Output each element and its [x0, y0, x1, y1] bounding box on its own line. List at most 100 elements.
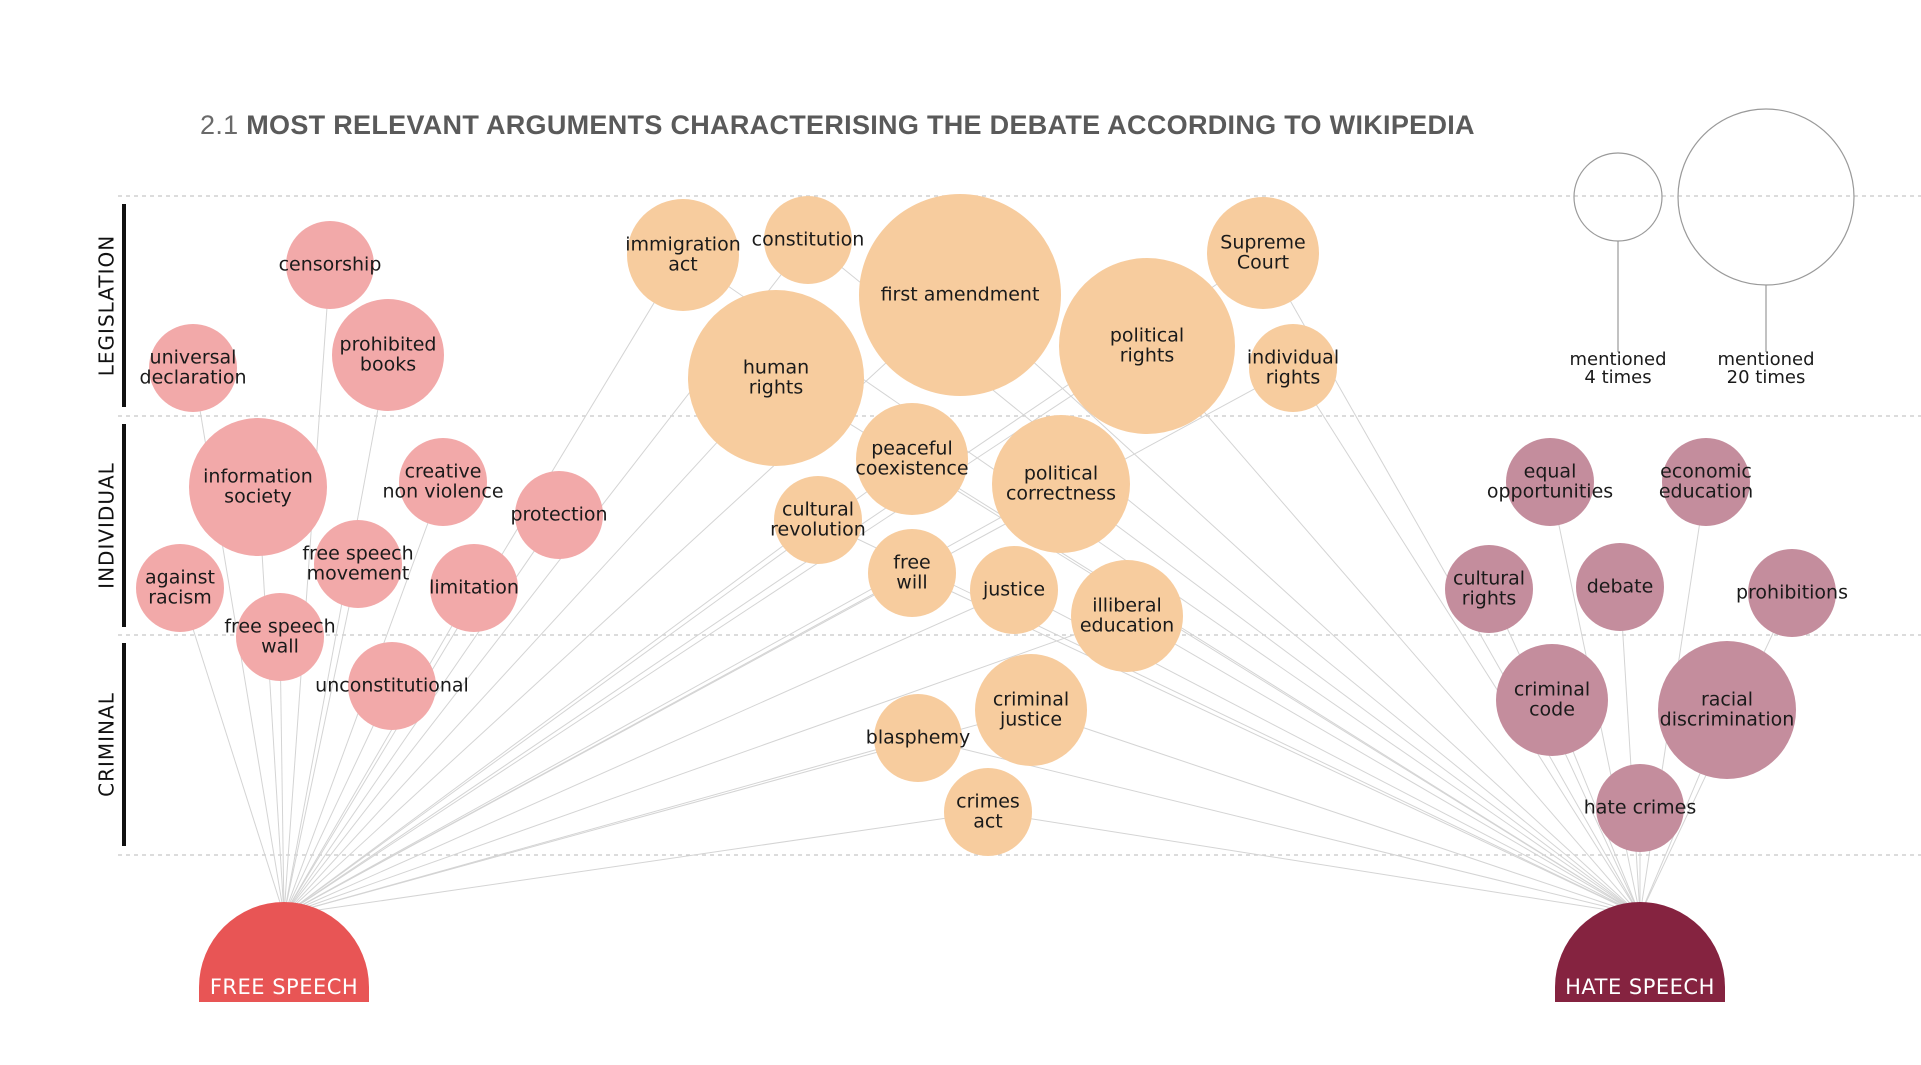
argument-bubble-debate[interactable]: debate — [1576, 543, 1664, 631]
bubble-label: constitution — [752, 229, 865, 251]
argument-bubble-limitation[interactable]: limitation — [429, 544, 519, 632]
bubble-label: protection — [510, 504, 607, 526]
free-speech-hub[interactable]: FREE SPEECH — [199, 902, 369, 1002]
connection-line — [283, 587, 475, 916]
hub-label: FREE SPEECH — [210, 975, 358, 999]
connection-line — [1146, 345, 1641, 916]
bubble-label: debate — [1587, 576, 1654, 598]
argument-bubble-unconstitutional[interactable]: unconstitutional — [315, 642, 469, 730]
bubble-label: immigration — [625, 234, 740, 256]
category-label-criminal: CRIMINAL — [95, 692, 119, 797]
bubble-label: illiberal — [1092, 595, 1162, 617]
bubble-circle — [1662, 438, 1750, 526]
bubble-label: racism — [148, 587, 212, 609]
bubble-label: economic — [1660, 461, 1752, 483]
bubble-label: criminal — [993, 689, 1069, 711]
legend-label: mentioned — [1718, 349, 1815, 370]
bubble-circle — [314, 520, 402, 608]
connection-line — [911, 572, 1641, 916]
bubble-label: opportunities — [1487, 481, 1613, 503]
argument-bubble-prohibitions[interactable]: prohibitions — [1736, 549, 1848, 637]
argument-bubble-protection[interactable]: protection — [510, 471, 608, 559]
connection-line — [283, 354, 389, 916]
bubble-label: revolution — [770, 519, 866, 541]
bubble-label: racial — [1701, 689, 1753, 711]
connection-line — [283, 737, 919, 916]
bubble-label: discrimination — [1660, 709, 1795, 731]
bubble-circle — [1249, 324, 1337, 412]
bubble-label: act — [668, 254, 698, 276]
bubble-circle — [868, 529, 956, 617]
bubble-circle — [975, 654, 1087, 766]
bubble-circle — [874, 694, 962, 782]
bubble-label: free speech — [224, 616, 335, 638]
bubble-label: code — [1529, 699, 1575, 721]
connection-line — [279, 636, 285, 916]
connection-line — [1292, 367, 1641, 916]
connection-line — [987, 811, 1641, 916]
bubble-label: rights — [1266, 367, 1321, 389]
bubble-label: Court — [1237, 252, 1289, 274]
bubble-circle — [1596, 764, 1684, 852]
bubble-circle — [970, 546, 1058, 634]
connection-line — [283, 589, 1015, 916]
bubble-circle — [149, 324, 237, 412]
legend-label: mentioned — [1570, 349, 1667, 370]
connection-line — [1060, 483, 1641, 916]
hate-speech-hub[interactable]: HATE SPEECH — [1555, 902, 1725, 1002]
argument-bubble-justice[interactable]: justice — [970, 546, 1058, 634]
page-title: 2.1 MOST RELEVANT ARGUMENTS CHARACTERISI… — [200, 110, 1475, 141]
bubble-label: books — [360, 354, 416, 376]
bubble-circle — [515, 471, 603, 559]
argument-bubble-constitution[interactable]: constitution — [752, 196, 865, 284]
connection-line — [179, 587, 285, 916]
argument-bubble-hate-crimes[interactable]: hate crimes — [1584, 764, 1697, 852]
bubble-label: rights — [1120, 345, 1175, 367]
bubble-circle — [236, 593, 324, 681]
argument-bubble-blasphemy[interactable]: blasphemy — [866, 694, 970, 782]
legend-label: 20 times — [1727, 367, 1806, 388]
argument-bubble-first-amendment[interactable]: first amendment — [859, 194, 1061, 396]
connection-line — [283, 377, 777, 916]
connection-line — [1126, 615, 1641, 916]
bubble-circle — [774, 476, 862, 564]
bubble-label: wall — [261, 636, 299, 658]
bubble-label: universal — [150, 347, 237, 369]
legend-circle — [1677, 108, 1855, 286]
bubble-circle — [1506, 438, 1594, 526]
legend-label: 4 times — [1584, 367, 1651, 388]
category-label-individual: INDIVIDUAL — [95, 462, 119, 589]
bubble-circle — [688, 290, 864, 466]
bubble-label: society — [224, 486, 292, 508]
bubble-label: correctness — [1006, 483, 1116, 505]
bubble-circle — [1445, 545, 1533, 633]
bubble-label: information — [203, 466, 313, 488]
argument-bubble-censorship[interactable]: censorship — [279, 221, 382, 309]
